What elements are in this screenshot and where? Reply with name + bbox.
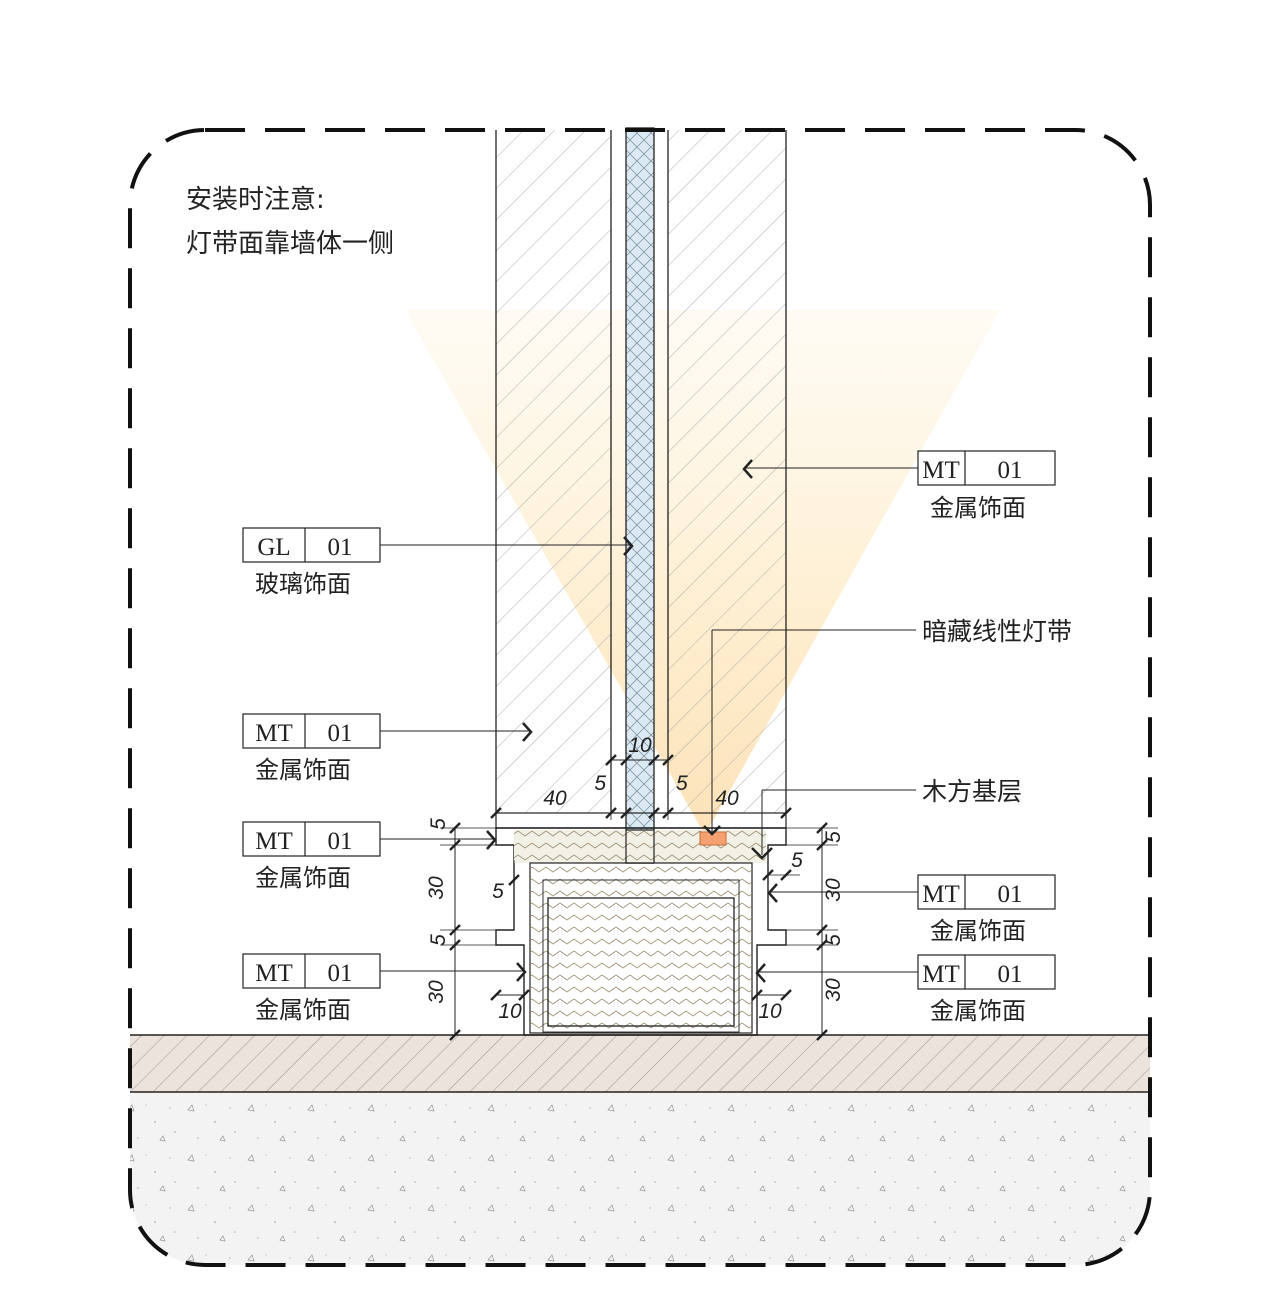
inner-box	[547, 897, 735, 1027]
floor-layers	[130, 1034, 1150, 1265]
glass-panel	[625, 127, 655, 864]
dimension-labels: 10 5 5 40 40 5 5 5 5 30 30 5 5 30 30 10 …	[425, 734, 845, 1023]
svg-text:01: 01	[328, 534, 353, 561]
dim-base-left: 10	[498, 1000, 522, 1023]
dim-lower-right: 30	[822, 978, 845, 1002]
concrete-texture	[130, 1092, 1150, 1265]
dim-top-left: 5	[427, 818, 450, 830]
dim-upper-right: 30	[822, 878, 845, 902]
metal-panels	[495, 130, 787, 813]
detail-frame-dashed	[128, 128, 1152, 1267]
tag-gl-left: GL 01 玻璃饰面	[242, 527, 634, 598]
label-wood-base: 木方基层	[751, 777, 1022, 860]
svg-text:MT: MT	[922, 881, 960, 908]
dim-gap-left: 5	[594, 772, 606, 795]
svg-text:MT: MT	[922, 961, 960, 988]
tag-mt-right-low: MT 01 金属饰面	[755, 954, 1056, 1025]
svg-text:01: 01	[328, 720, 353, 747]
dim-width-left: 40	[543, 787, 567, 810]
svg-text:玻璃饰面: 玻璃饰面	[255, 570, 351, 598]
svg-text:MT: MT	[255, 960, 293, 987]
svg-text:MT: MT	[922, 457, 960, 484]
tag-mt-left-upper: MT 01 金属饰面	[242, 713, 533, 784]
dim-step-left: 5	[492, 880, 504, 903]
label-led-strip: 暗藏线性灯带	[703, 617, 1072, 836]
svg-text:01: 01	[998, 881, 1023, 908]
svg-text:暗藏线性灯带: 暗藏线性灯带	[922, 617, 1072, 646]
dim-top-right: 5	[822, 831, 845, 843]
dim-mid-left: 5	[427, 934, 450, 946]
note-line-1: 安装时注意:	[186, 185, 325, 215]
svg-text:金属饰面: 金属饰面	[930, 997, 1026, 1025]
tag-mt-left-mid: MT 01 金属饰面	[242, 821, 497, 892]
dim-width-right: 40	[715, 787, 739, 810]
metal-panel-left	[496, 130, 611, 813]
metal-panel-right	[668, 130, 786, 813]
floor-finish-hatch	[130, 1035, 1150, 1092]
tag-mt-right-mid: MT 01 金属饰面	[767, 874, 1056, 945]
dimensions	[440, 752, 838, 1041]
svg-text:GL: GL	[257, 534, 290, 561]
svg-text:金属饰面: 金属饰面	[930, 494, 1026, 522]
svg-text:金属饰面: 金属饰面	[255, 756, 351, 784]
dim-glass: 10	[628, 734, 652, 757]
svg-text:01: 01	[328, 828, 353, 855]
svg-text:MT: MT	[255, 720, 293, 747]
tag-mt-top-right: MT 01 金属饰面	[742, 450, 1056, 522]
dim-mid-right: 5	[822, 934, 845, 946]
dim-base-right: 10	[758, 1000, 782, 1023]
base-profile	[495, 812, 787, 1036]
dim-step-right: 5	[791, 849, 803, 872]
svg-text:木方基层: 木方基层	[922, 777, 1022, 806]
svg-text:金属饰面: 金属饰面	[255, 996, 351, 1024]
dim-gap-right: 5	[676, 772, 688, 795]
dim-lower-left: 30	[425, 980, 448, 1004]
install-note: 安装时注意: 灯带面靠墙体一侧	[186, 185, 394, 259]
svg-text:01: 01	[998, 961, 1023, 988]
svg-text:金属饰面: 金属饰面	[255, 864, 351, 892]
note-line-2: 灯带面靠墙体一侧	[186, 229, 394, 259]
tag-mt-left-low: MT 01 金属饰面	[242, 953, 527, 1024]
svg-text:MT: MT	[255, 828, 293, 855]
svg-text:01: 01	[998, 457, 1023, 484]
dim-upper-left: 30	[425, 876, 448, 900]
svg-text:金属饰面: 金属饰面	[930, 917, 1026, 945]
svg-text:01: 01	[328, 960, 353, 987]
